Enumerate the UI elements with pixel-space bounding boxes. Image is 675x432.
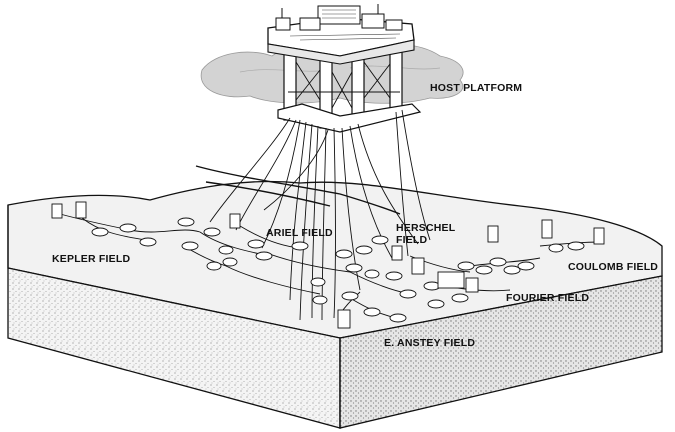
- label-herschel-field-line2: FIELD: [396, 234, 428, 246]
- label-ariel-field: ARIEL FIELD: [266, 227, 333, 239]
- herschel-fourier-wells: [385, 245, 535, 309]
- export-pipelines: [195, 165, 401, 215]
- label-coulomb-field: COULOMB FIELD: [568, 261, 658, 273]
- field-labels: HOST PLATFORM KEPLER FIELD ARIEL FIELD H…: [52, 82, 658, 349]
- subsea-wells: [51, 201, 605, 329]
- label-kepler-field: KEPLER FIELD: [52, 253, 130, 265]
- anstey-wells: [312, 291, 407, 329]
- kepler-wells: [51, 201, 273, 271]
- label-host-platform: HOST PLATFORM: [430, 82, 522, 94]
- label-fourier-field: FOURIER FIELD: [506, 292, 589, 304]
- coulomb-wells: [487, 219, 605, 253]
- label-herschel-field-line1: HERSCHEL: [396, 222, 456, 234]
- label-e-anstey-field: E. ANSTEY FIELD: [384, 337, 475, 349]
- ariel-wells: [291, 235, 389, 287]
- host-platform: [267, 4, 422, 133]
